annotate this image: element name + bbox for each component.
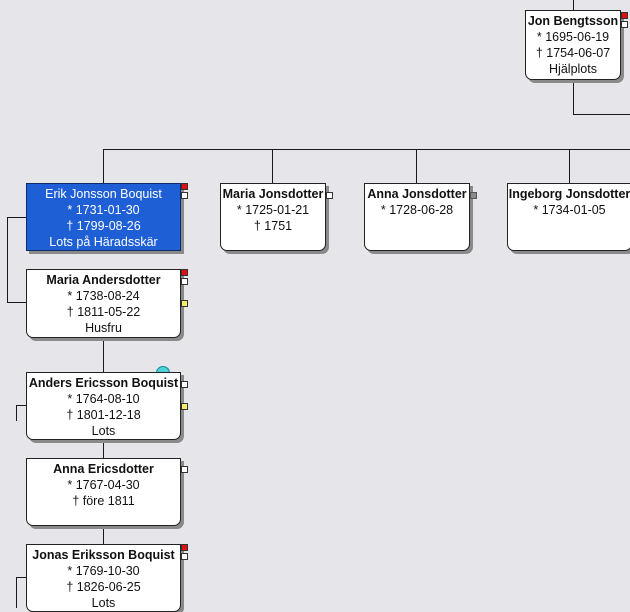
person-card-sibling[interactable]: Maria Jonsdotter * 1725-01-21 † 1751 <box>220 183 326 251</box>
white-marker-icon[interactable] <box>181 466 188 473</box>
person-name: Anna Jonsdotter <box>367 187 467 201</box>
person-card-sibling[interactable]: Ingeborg Jonsdotter * 1734-01-05 <box>507 183 630 251</box>
white-marker-icon[interactable] <box>621 21 628 28</box>
connector-line <box>7 217 8 303</box>
death-date: † 1811-05-22 <box>66 305 141 319</box>
person-card-child[interactable]: Anders Ericsson Boquist * 1764-08-10 † 1… <box>26 372 181 440</box>
connector-line <box>103 440 104 458</box>
connector-line <box>16 405 26 406</box>
white-marker-icon[interactable] <box>181 278 188 285</box>
connector-line <box>16 577 17 608</box>
person-name: Maria Jonsdotter <box>222 187 324 201</box>
birth-date: * 1725-01-21 <box>236 203 310 217</box>
death-date: † 1826-06-25 <box>66 580 141 594</box>
death-date: † före 1811 <box>72 494 135 508</box>
connector-line <box>573 114 630 115</box>
person-card-sibling[interactable]: Anna Jonsdotter * 1728-06-28 <box>364 183 470 251</box>
red-marker-icon[interactable] <box>181 544 188 551</box>
birth-date: * 1731-01-30 <box>67 203 140 217</box>
death-date: † 1754-06-07 <box>535 46 611 60</box>
white-marker-icon[interactable] <box>181 192 188 199</box>
birth-date: * 1728-06-28 <box>380 203 454 217</box>
birth-date: * 1734-01-05 <box>533 203 606 217</box>
red-marker-icon[interactable] <box>181 183 188 190</box>
yellow-marker-icon[interactable] <box>181 403 188 410</box>
person-name: Jon Bengtsson <box>527 14 619 28</box>
person-card-child[interactable]: Anna Ericsdotter * 1767-04-30 † före 181… <box>26 458 181 526</box>
occupation: Lots <box>91 424 116 438</box>
person-name: Anders Ericsson Boquist <box>28 376 179 390</box>
red-marker-icon[interactable] <box>621 12 628 19</box>
death-date: † 1751 <box>253 219 293 233</box>
person-name: Ingeborg Jonsdotter <box>508 187 630 201</box>
person-name: Erik Jonsson Boquist <box>45 187 162 201</box>
connector-line <box>103 338 104 372</box>
white-marker-icon[interactable] <box>181 553 188 560</box>
birth-date: * 1695-06-19 <box>536 30 610 44</box>
white-marker-icon[interactable] <box>326 192 333 199</box>
white-marker-icon[interactable] <box>181 381 188 388</box>
connector-line <box>103 149 630 150</box>
occupation: Lots <box>91 596 116 610</box>
connector-line <box>103 149 104 183</box>
connector-line <box>16 577 26 578</box>
connector-line <box>7 302 26 303</box>
birth-date: * 1769-10-30 <box>67 564 140 578</box>
connector-line <box>573 80 574 114</box>
connector-line <box>103 526 104 544</box>
person-card-child[interactable]: Jonas Eriksson Boquist * 1769-10-30 † 18… <box>26 544 181 612</box>
grey-marker-icon[interactable] <box>470 192 477 199</box>
person-name: Anna Ericsdotter <box>53 462 154 476</box>
birth-date: * 1738-08-24 <box>67 289 140 303</box>
connector-line <box>416 149 417 183</box>
death-date: † 1799-08-26 <box>66 219 141 233</box>
occupation: Hjälplots <box>549 62 597 76</box>
person-card-father[interactable]: Jon Bengtsson * 1695-06-19 † 1754-06-07 … <box>525 10 621 80</box>
connector-line <box>569 149 570 183</box>
person-card-selected[interactable]: Erik Jonsson Boquist * 1731-01-30 † 1799… <box>26 183 181 251</box>
death-date: † 1801-12-18 <box>66 408 141 422</box>
red-marker-icon[interactable] <box>181 269 188 276</box>
person-name: Jonas Eriksson Boquist <box>32 548 175 562</box>
person-name: Maria Andersdotter <box>46 273 161 287</box>
birth-date: * 1767-04-30 <box>67 478 140 492</box>
occupation: Lots på Häradsskär <box>49 235 158 249</box>
connector-line <box>16 405 17 421</box>
birth-date: * 1764-08-10 <box>67 392 140 406</box>
connector-line <box>573 0 574 10</box>
connector-line <box>272 149 273 183</box>
connector-line <box>7 217 26 218</box>
person-card-spouse[interactable]: Maria Andersdotter * 1738-08-24 † 1811-0… <box>26 269 181 338</box>
yellow-marker-icon[interactable] <box>181 300 188 307</box>
occupation: Husfru <box>85 321 122 335</box>
